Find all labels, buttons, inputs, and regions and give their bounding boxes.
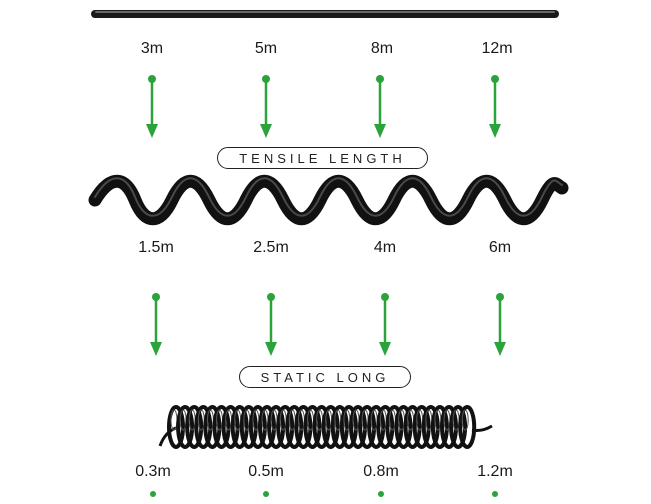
- bottom-dot-3: [378, 491, 384, 497]
- static-length-label-3: 0.8m: [363, 463, 399, 480]
- coil-loop-3: [194, 405, 213, 449]
- coil-loop-19: [339, 405, 358, 449]
- static-arrow-2: [265, 293, 277, 356]
- coil-loop-21: [358, 405, 377, 449]
- tensile-length-label-2: 5m: [254, 40, 278, 57]
- coil-loop-2: [185, 405, 204, 449]
- tensile-arrow-3: [374, 75, 386, 138]
- coil-loop-28: [421, 405, 440, 449]
- tensile-length-label-3: 8m: [370, 40, 394, 57]
- coil-loop-15: [303, 405, 322, 449]
- static-long-caption: STATIC LONG: [239, 366, 411, 388]
- tensile-arrow-4: [489, 75, 501, 138]
- tensile-arrow-2: [260, 75, 272, 138]
- static-arrow-4: [494, 293, 506, 356]
- static-length-label-4: 1.2m: [477, 463, 513, 480]
- coil-loop-11: [267, 405, 286, 449]
- bottom-dot-4: [492, 491, 498, 497]
- static-length-label-2: 0.5m: [248, 463, 284, 480]
- static-arrow-3: [379, 293, 391, 356]
- coil-loop-32: [458, 405, 477, 449]
- coil-loop-31: [449, 405, 468, 449]
- compressed-coil-cable: [158, 405, 493, 449]
- coil-loop-1: [176, 405, 195, 449]
- tensile-length-label-1: 3m: [140, 40, 164, 57]
- coil-loop-25: [394, 405, 413, 449]
- middle-length-label-1: 1.5m: [138, 239, 174, 256]
- coil-loop-5: [212, 405, 231, 449]
- coil-loop-27: [412, 405, 431, 449]
- coil-loop-18: [330, 405, 349, 449]
- coil-loop-13: [285, 405, 304, 449]
- coil-loop-29: [430, 405, 449, 449]
- coil-loop-26: [403, 405, 422, 449]
- coil-loop-20: [349, 405, 367, 449]
- static-arrow-1: [150, 293, 162, 356]
- coil-loop-6: [221, 405, 240, 449]
- static-length-label-1: 0.3m: [135, 463, 171, 480]
- coil-loop-0: [167, 405, 185, 449]
- tensile-length-caption: TENSILE LENGTH: [217, 147, 428, 169]
- coil-loop-14: [294, 405, 313, 449]
- middle-length-label-2: 2.5m: [253, 239, 289, 256]
- coil-loop-4: [203, 405, 222, 449]
- bottom-dot-1: [150, 491, 156, 497]
- coil-loop-22: [367, 405, 386, 449]
- top-cable-highlight: [95, 11, 555, 13]
- coil-loop-highlight-32: [461, 409, 469, 431]
- coil-loop-23: [376, 405, 395, 449]
- tensile-length-label-4: 12m: [481, 40, 513, 57]
- coil-loop-30: [440, 405, 458, 449]
- bottom-dot-2: [263, 491, 269, 497]
- tensile-arrow-1: [146, 75, 158, 138]
- coil-loop-12: [276, 405, 295, 449]
- coil-loop-7: [230, 405, 249, 449]
- coil-loop-8: [239, 405, 258, 449]
- stretched-coil-cable: [88, 174, 569, 226]
- coil-loop-24: [385, 405, 404, 449]
- middle-length-label-4: 6m: [488, 239, 512, 256]
- middle-length-label-3: 4m: [373, 239, 397, 256]
- coil-lead-left: [158, 426, 177, 447]
- coil-loop-10: [258, 405, 276, 449]
- coil-loop-9: [248, 405, 267, 449]
- coil-loop-16: [312, 405, 331, 449]
- coil-loop-17: [321, 405, 340, 449]
